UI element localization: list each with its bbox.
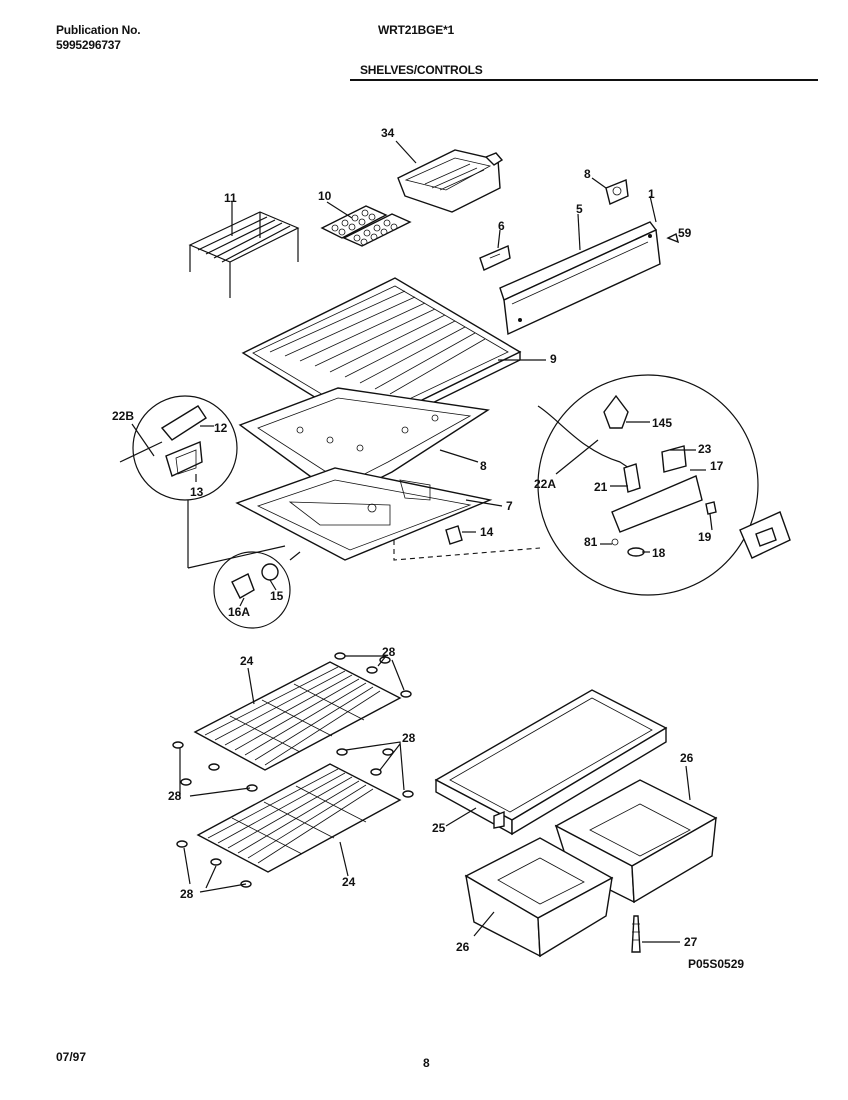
crisper-drawer-right-part [554, 779, 718, 904]
callout-145: 145 [652, 416, 672, 430]
leader-6 [497, 229, 501, 249]
callout-25: 25 [432, 821, 446, 835]
callout-22a: 22A [534, 477, 556, 491]
leader-24-lower [339, 841, 349, 877]
page-number: 8 [423, 1056, 430, 1070]
leader-15 [269, 579, 277, 591]
callout-13: 13 [190, 485, 204, 499]
callout-26-right: 26 [680, 751, 694, 765]
screw-part [666, 232, 680, 244]
wire-shelf-upper-part [193, 661, 402, 771]
leader-5 [577, 213, 581, 251]
leader-10 [326, 201, 353, 219]
connector-left-2 [187, 545, 286, 569]
clip-part [479, 245, 511, 271]
callout-19: 19 [698, 530, 712, 544]
section-title: SHELVES/CONTROLS [360, 63, 483, 77]
bin-tray-part [397, 149, 504, 213]
callout-81: 81 [584, 535, 598, 549]
crisper-cover-part [434, 689, 668, 836]
leader-28-d [183, 847, 247, 893]
callout-1: 1 [648, 187, 655, 201]
detail-circle-left [119, 395, 238, 501]
publication-number: 5995296737 [56, 38, 121, 52]
wire-shelf-lower-part [196, 763, 402, 873]
leader-8-top [591, 177, 607, 189]
control-bracket-part [605, 179, 629, 205]
publication-label: Publication No. [56, 23, 141, 37]
leader-8-frame [439, 449, 479, 463]
callout-16a: 16A [228, 605, 250, 619]
callout-17: 17 [710, 459, 724, 473]
callout-28-a: 28 [382, 645, 396, 659]
leader-22b [131, 423, 155, 457]
callout-28-d: 28 [180, 887, 194, 901]
callout-24-lower: 24 [342, 875, 356, 889]
leader-1 [649, 195, 657, 223]
callout-18: 18 [652, 546, 666, 560]
leader-28-b [179, 748, 251, 797]
callout-8-frame: 8 [480, 459, 487, 473]
leader-28-a [345, 655, 405, 691]
leader-34 [395, 140, 417, 164]
leader-28-c [345, 741, 405, 791]
leader-25 [445, 807, 477, 827]
callout-7: 7 [506, 499, 513, 513]
detail-circle-right [537, 374, 759, 596]
callout-28-c: 28 [402, 731, 416, 745]
switch-detail-part [739, 511, 791, 559]
screw-27-part [631, 915, 641, 953]
callout-28-b: 28 [168, 789, 182, 803]
callout-59: 59 [678, 226, 692, 240]
shelf-pegs-upper [172, 652, 414, 798]
callout-14: 14 [480, 525, 494, 539]
crisper-drawer-left-part [464, 837, 614, 958]
callout-21: 21 [594, 480, 608, 494]
callout-12: 12 [214, 421, 228, 435]
leader-26-right [685, 765, 691, 801]
detail-circle-lamp [213, 551, 301, 629]
callout-26-left: 26 [456, 940, 470, 954]
control-housing-part [499, 221, 661, 336]
callout-22b: 22B [112, 409, 134, 423]
callout-24-upper: 24 [240, 654, 254, 668]
callout-15: 15 [270, 589, 284, 603]
callout-23: 23 [698, 442, 712, 456]
leader-7 [465, 499, 503, 507]
switch-part [445, 525, 463, 545]
leader-24-upper [247, 667, 255, 705]
callout-9: 9 [550, 352, 557, 366]
leader-16a [239, 597, 245, 607]
leader-22a [555, 439, 599, 475]
leader-19 [709, 513, 713, 531]
callout-34: 34 [381, 126, 395, 140]
diagram-code: P05S0529 [688, 957, 744, 971]
lower-frame-part [235, 467, 493, 561]
leader-26-left [473, 911, 495, 937]
dashed-connector [393, 540, 541, 561]
callout-6: 6 [498, 219, 505, 233]
callout-8-top: 8 [584, 167, 591, 181]
wire-rack-part [188, 211, 300, 298]
model-number: WRT21BGE*1 [378, 23, 455, 37]
egg-tray-part [320, 205, 412, 247]
callout-27: 27 [684, 935, 698, 949]
footer-date: 07/97 [56, 1050, 87, 1064]
callout-5: 5 [576, 202, 583, 216]
callout-10: 10 [318, 189, 332, 203]
callout-11: 11 [224, 191, 237, 205]
